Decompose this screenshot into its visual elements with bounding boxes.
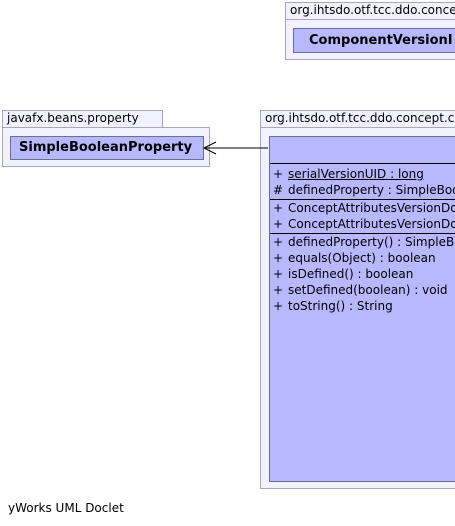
arrow-head bbox=[202, 141, 217, 155]
package-name-right: org.ihtsdo.otf.tcc.ddo.concept.c bbox=[265, 111, 455, 125]
method-text: toString() : String bbox=[288, 299, 393, 313]
field-row: # definedProperty : SimpleBoo bbox=[270, 182, 455, 198]
method-row: + setDefined(boolean) : void bbox=[270, 282, 455, 298]
method-text: setDefined(boolean) : void bbox=[288, 283, 448, 297]
visibility-marker: + bbox=[273, 299, 284, 313]
methods-section: + definedProperty() : SimpleB + equals(Obj… bbox=[270, 233, 455, 314]
constructor-row: + ConceptAttributesVersionDd bbox=[270, 216, 455, 232]
class-component-version[interactable]: ComponentVersionI bbox=[293, 28, 455, 53]
visibility-marker: + bbox=[273, 201, 284, 215]
class-name-component-version: ComponentVersionI bbox=[309, 33, 453, 48]
visibility-marker: + bbox=[273, 251, 284, 265]
footer-credit: yWorks UML Doclet bbox=[8, 501, 124, 515]
method-row: + equals(Object) : boolean bbox=[270, 250, 455, 266]
field-text: serialVersionUID : long bbox=[288, 167, 424, 181]
field-row: + serialVersionUID : long bbox=[270, 166, 455, 182]
package-top: ComponentVersionI bbox=[285, 19, 455, 60]
package-left: SimpleBooleanProperty bbox=[2, 127, 210, 167]
visibility-marker: + bbox=[273, 267, 284, 281]
field-text: definedProperty : SimpleBoo bbox=[288, 183, 455, 197]
constructor-text: ConceptAttributesVersionDd bbox=[288, 201, 455, 215]
package-name-top: org.ihtsdo.otf.tcc.ddo.conce bbox=[290, 3, 455, 17]
method-text: isDefined() : boolean bbox=[288, 267, 414, 281]
method-text: definedProperty() : SimpleB bbox=[288, 235, 455, 249]
method-row: + toString() : String bbox=[270, 298, 455, 314]
constructor-row: + ConceptAttributesVersionDd bbox=[270, 200, 455, 216]
package-tab-right: org.ihtsdo.otf.tcc.ddo.concept.c bbox=[260, 110, 455, 128]
package-right: + serialVersionUID : long # definedPropert… bbox=[260, 127, 455, 489]
package-name-left: javafx.beans.property bbox=[7, 111, 139, 125]
visibility-marker: + bbox=[273, 167, 284, 181]
class-name-simple-boolean-property: SimpleBooleanProperty bbox=[19, 140, 193, 155]
visibility-marker: # bbox=[273, 183, 284, 197]
visibility-marker: + bbox=[273, 235, 284, 249]
visibility-marker: + bbox=[273, 217, 284, 231]
method-text: equals(Object) : boolean bbox=[288, 251, 436, 265]
visibility-marker: + bbox=[273, 283, 284, 297]
class-simple-boolean-property[interactable]: SimpleBooleanProperty bbox=[10, 136, 204, 160]
constructor-text: ConceptAttributesVersionDd bbox=[288, 217, 455, 231]
constructors-section: + ConceptAttributesVersionDd + ConceptAttr… bbox=[270, 199, 455, 232]
method-row: + definedProperty() : SimpleB bbox=[270, 234, 455, 250]
method-row: + isDefined() : boolean bbox=[270, 266, 455, 282]
class-concept-attributes-version[interactable]: + serialVersionUID : long # definedPropert… bbox=[269, 136, 455, 482]
fields-section: + serialVersionUID : long # definedPropert… bbox=[270, 163, 455, 198]
